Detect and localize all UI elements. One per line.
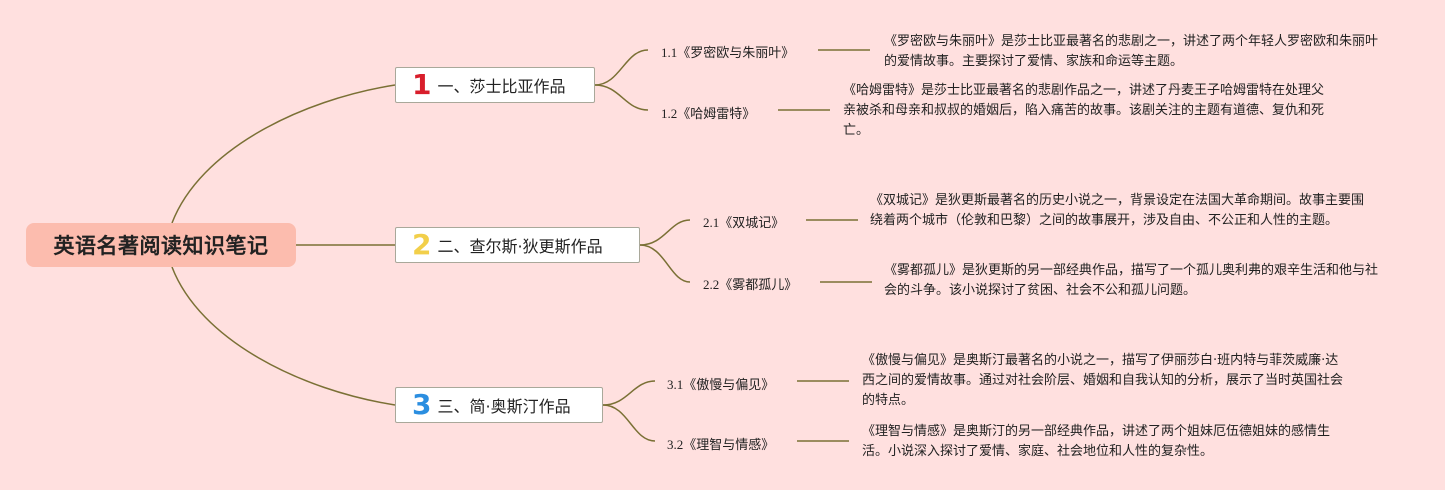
- note-romeo-juliet: 《罗密欧与朱丽叶》是莎士比亚最著名的悲剧之一，讲述了两个年轻人罗密欧和朱丽叶的爱…: [884, 34, 1379, 69]
- branch-austen[interactable]: 3 三、简·奥斯汀作品: [395, 387, 603, 423]
- connector-branch2-sub2: [639, 244, 691, 283]
- root-topic[interactable]: 英语名著阅读知识笔记: [26, 223, 296, 267]
- note-sense-sensibility: 《理智与情感》是奥斯汀的另一部经典作品，讲述了两个姐妹厄伍德姐妹的感情生活。小说…: [862, 424, 1331, 459]
- connector-branch1-sub1: [594, 49, 649, 86]
- subtopic-romeo-juliet[interactable]: 1.1《罗密欧与朱丽叶》: [661, 45, 795, 60]
- branch-shakespeare[interactable]: 1 一、莎士比亚作品: [395, 67, 595, 103]
- subtopic-oliver-twist[interactable]: 2.2《雾都孤儿》: [703, 277, 798, 292]
- connector-root-branch1: [171, 84, 396, 224]
- connector-branch3-sub2: [602, 404, 656, 442]
- connector-branch2-sub1: [639, 219, 691, 246]
- number-1-icon: 1: [412, 68, 432, 101]
- note-tale-two-cities: 《双城记》是狄更斯最著名的历史小说之一，背景设定在法国大革命期间。故事主要围绕着…: [870, 193, 1365, 228]
- note-oliver-twist: 《雾都孤儿》是狄更斯的另一部经典作品，描写了一个孤儿奥利弗的艰辛生活和他与社会的…: [884, 263, 1379, 298]
- subtopic-sense-sensibility[interactable]: 3.2《理智与情感》: [667, 437, 775, 452]
- branch-dickens[interactable]: 2 二、查尔斯·狄更斯作品: [395, 227, 640, 263]
- subtopic-pride-prejudice[interactable]: 3.1《傲慢与偏见》: [667, 377, 775, 392]
- branch-label: 二、查尔斯·狄更斯作品: [437, 237, 603, 256]
- branch-label: 三、简·奥斯汀作品: [437, 397, 571, 416]
- subtopic-hamlet[interactable]: 1.2《哈姆雷特》: [661, 106, 756, 121]
- connector-branch3-sub1: [602, 380, 656, 406]
- connector-root-branch3: [171, 266, 396, 406]
- note-pride-prejudice: 《傲慢与偏见》是奥斯汀最著名的小说之一，描写了伊丽莎白·班内特与菲茨威廉·达西之…: [862, 353, 1344, 408]
- number-2-icon: 2: [412, 228, 432, 261]
- connector-branch1-sub2: [594, 84, 649, 111]
- number-3-icon: 3: [412, 388, 432, 421]
- root-title: 英语名著阅读知识笔记: [53, 234, 269, 258]
- subtopic-tale-two-cities[interactable]: 2.1《双城记》: [703, 215, 785, 230]
- note-hamlet: 《哈姆雷特》是莎士比亚最著名的悲剧作品之一，讲述了丹麦王子哈姆雷特在处理父亲被杀…: [843, 83, 1325, 138]
- branch-label: 一、莎士比亚作品: [437, 77, 566, 96]
